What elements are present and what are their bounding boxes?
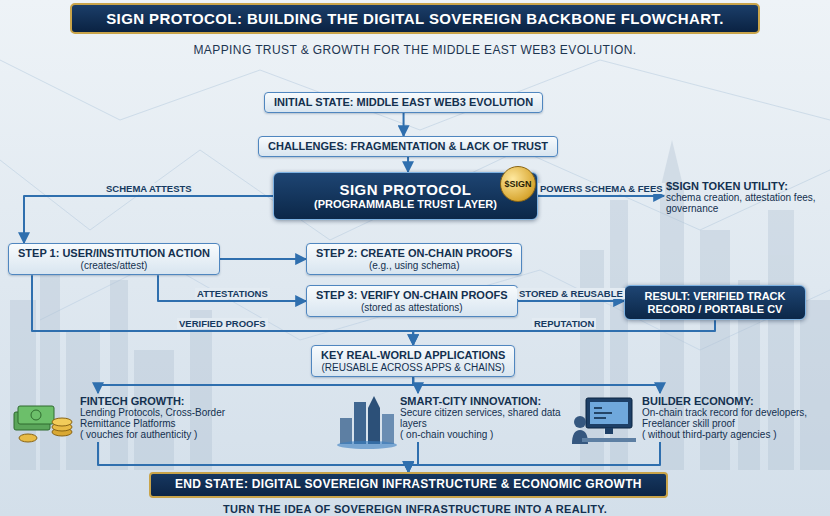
flow-arrow — [98, 442, 408, 472]
banknote-seal — [31, 410, 41, 420]
process-box: STEP 3: VERIFY ON-CHAIN PROOFS(stored as… — [306, 285, 518, 317]
node-heading: RESULT: VERIFIED TRACK RECORD / PORTABLE… — [635, 290, 795, 315]
node-heading: STEP 1: USER/INSTITUTION ACTION — [18, 247, 210, 260]
flow-arrow — [518, 300, 624, 302]
node-heading: CHALLENGES: FRAGMENTATION & LACK OF TRUS… — [268, 140, 548, 153]
monitor-screen — [590, 402, 628, 424]
flow-arrow — [220, 258, 306, 260]
flow-arrow — [538, 195, 664, 197]
applications-box: KEY REAL-WORLD APPLICATIONS(REUSABLE ACR… — [311, 345, 515, 377]
caption: TURN THE IDEA OF SOVEREIGN INFRASTRUCTUR… — [223, 503, 607, 515]
node-body: schema creation, attestation fees, gover… — [666, 192, 822, 214]
flow-arrow — [408, 442, 660, 472]
node-body: ( without third-party agencies ) — [642, 429, 820, 440]
node-body: Secure citizen services, shared data lay… — [400, 407, 564, 429]
flow-arrow — [24, 196, 273, 243]
node-body: (e.g., using schema) — [316, 260, 512, 272]
monitor-stand — [605, 428, 613, 434]
coin — [19, 434, 37, 442]
title-bar: SIGN PROTOCOL: BUILDING THE DIGITAL SOVE… — [0, 3, 830, 34]
node-heading: STEP 2: CREATE ON-CHAIN PROOFS — [316, 247, 512, 260]
edge-label: ATTESTATIONS — [195, 288, 270, 299]
node-body: Lending Protocols, Cross-Border Remittan… — [80, 407, 268, 429]
building — [40, 260, 60, 470]
subtitle: MAPPING TRUST & GROWTH FOR THE MIDDLE EA… — [193, 43, 636, 57]
banknote — [18, 406, 54, 424]
caption-row: TURN THE IDEA OF SOVEREIGN INFRASTRUCTUR… — [0, 499, 830, 516]
building — [190, 310, 212, 470]
flow-arrow — [408, 442, 418, 472]
edge-label: REPUTATION — [532, 318, 596, 329]
node-body: On-chain track record for developers, Fr… — [642, 407, 820, 429]
node-body: (stored as attestations) — [316, 302, 508, 314]
node-heading: END STATE: DIGITAL SOVEREIGN INFRASTRUCT… — [175, 478, 642, 492]
state-box: INITIAL STATE: MIDDLE EAST WEB3 EVOLUTIO… — [264, 92, 543, 113]
node-heading: $SIGN TOKEN UTILITY: — [666, 180, 822, 192]
city-skyline — [10, 140, 830, 470]
flow-arrow — [413, 377, 660, 393]
end-state-banner: END STATE: DIGITAL SOVEREIGN INFRASTRUCT… — [149, 472, 668, 498]
node-heading: SIGN PROTOCOL — [314, 181, 497, 198]
building — [800, 300, 830, 470]
token-coin: $SIGN — [500, 166, 536, 202]
person-head — [574, 416, 586, 428]
node-heading: STEP 3: VERIFY ON-CHAIN PROOFS — [316, 289, 508, 302]
coin — [52, 418, 72, 426]
node-body: (creates/attest) — [18, 260, 210, 272]
builder-icon — [572, 398, 636, 444]
edge-label: STORED & REUSABLE — [517, 288, 625, 299]
challenge-box: CHALLENGES: FRAGMENTATION & LACK OF TRUS… — [258, 136, 558, 157]
edge-label: VERIFIED PROOFS — [177, 318, 268, 329]
application-item: SMART-CITY INNOVATION:Secure citizen ser… — [398, 393, 566, 442]
flow-arrow — [403, 113, 405, 136]
application-item: FINTECH GROWTH:Lending Protocols, Cross-… — [78, 393, 270, 442]
node-heading: KEY REAL-WORLD APPLICATIONS — [321, 349, 505, 362]
node-heading: SMART-CITY INNOVATION: — [400, 395, 564, 407]
edge-label: POWERS SCHEMA & FEES — [538, 183, 665, 194]
subtitle-row: MAPPING TRUST & GROWTH FOR THE MIDDLE EA… — [0, 40, 830, 58]
process-box: STEP 2: CREATE ON-CHAIN PROOFS(e.g., usi… — [306, 243, 522, 275]
token-utility-note: $SIGN TOKEN UTILITY:schema creation, att… — [664, 178, 824, 216]
node-body: (REUSABLE ACROSS APPS & CHAINS) — [321, 362, 505, 374]
node-body: ( on-chain vouching ) — [400, 429, 564, 440]
flow-arrow — [158, 275, 306, 301]
monitor — [586, 398, 632, 428]
node-heading: INITIAL STATE: MIDDLE EAST WEB3 EVOLUTIO… — [274, 96, 533, 109]
edge-label: SCHEMA ATTESTS — [104, 183, 194, 194]
smart-city-icon — [337, 396, 397, 449]
tower — [368, 396, 380, 444]
building — [354, 402, 366, 444]
building — [382, 414, 394, 444]
title-banner: SIGN PROTOCOL: BUILDING THE DIGITAL SOVE… — [70, 3, 760, 34]
desk — [582, 438, 636, 442]
node-body: (PROGRAMMABLE TRUST LAYER) — [314, 198, 497, 211]
code-lines — [594, 408, 612, 418]
node-heading: FINTECH GROWTH: — [80, 395, 268, 407]
node-heading: BUILDER ECONOMY: — [642, 395, 820, 407]
node-body: ( vouches for authenticity ) — [80, 429, 268, 440]
building — [110, 280, 128, 470]
flow-arrow — [407, 157, 409, 172]
core-protocol-box: SIGN PROTOCOL(PROGRAMMABLE TRUST LAYER) — [273, 172, 538, 220]
data-layer — [337, 441, 397, 449]
network-line — [0, 60, 830, 130]
building — [340, 418, 352, 444]
result-box: RESULT: VERIFIED TRACK RECORD / PORTABLE… — [624, 285, 806, 320]
fintech-icon — [14, 406, 72, 442]
flow-arrow — [98, 377, 413, 393]
application-item: BUILDER ECONOMY:On-chain track record fo… — [640, 393, 822, 442]
process-box: STEP 1: USER/INSTITUTION ACTION(creates/… — [8, 243, 220, 275]
